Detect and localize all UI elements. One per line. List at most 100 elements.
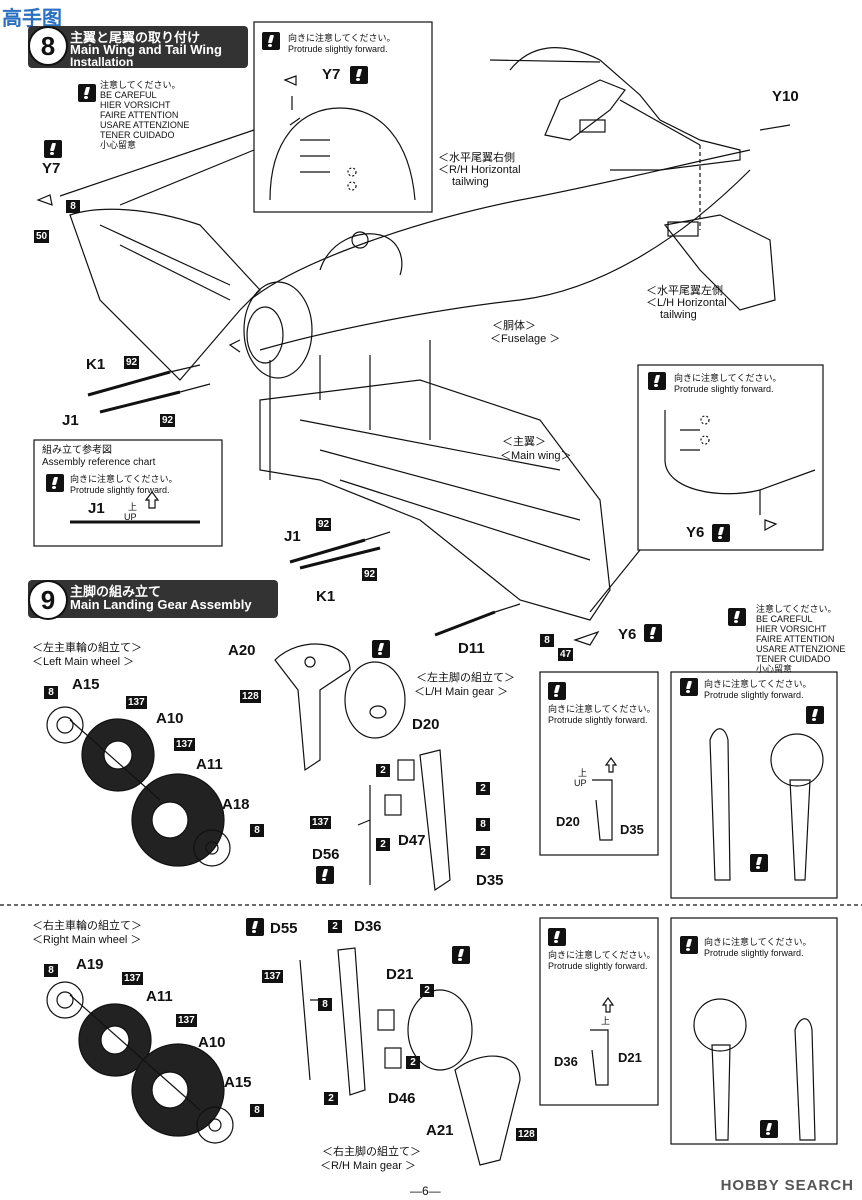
tag-2: 2 bbox=[376, 764, 390, 777]
ref-chart-title-ja: 組み立て参考図 bbox=[42, 445, 112, 456]
tag-8: 8 bbox=[540, 634, 554, 647]
tag-92: 92 bbox=[316, 518, 332, 531]
part-a10: A10 bbox=[156, 710, 184, 727]
tag-92: 92 bbox=[362, 568, 378, 581]
section-8-title-ja: 主翼と尾翼の取り付け bbox=[70, 30, 201, 45]
tag-8: 8 bbox=[44, 964, 58, 977]
tag-50: 50 bbox=[34, 230, 50, 243]
fuselage-label-en: ＜Fuselage ＞ bbox=[490, 333, 561, 345]
protrude-text-ja: 向きに注意してください。 bbox=[70, 474, 178, 484]
part-k1: K1 bbox=[316, 588, 336, 605]
tag-2: 2 bbox=[420, 984, 434, 997]
section-9-title-ja: 主脚の組み立て bbox=[70, 584, 162, 599]
lh-tail-label-ja: ＜水平尾翼左側 bbox=[646, 285, 723, 297]
caution-line: 注意してください。 bbox=[100, 80, 181, 90]
tag-137: 137 bbox=[126, 696, 147, 709]
caution-icon bbox=[452, 946, 470, 964]
part-d55: D55 bbox=[270, 920, 298, 937]
caution-icon bbox=[372, 640, 390, 658]
part-a21: A21 bbox=[426, 1122, 454, 1139]
mainwing-label-ja: ＜主翼＞ bbox=[502, 436, 546, 448]
part-d36-inset: D36 bbox=[554, 1054, 578, 1069]
tag-47: 47 bbox=[558, 648, 574, 661]
caution-icon bbox=[44, 140, 62, 158]
tag-8: 8 bbox=[318, 998, 332, 1011]
up-label-ja: 上 bbox=[601, 1016, 611, 1026]
rh-gear-label-en: ＜R/H Main gear ＞ bbox=[320, 1160, 416, 1172]
caution-line: HIER VORSICHT bbox=[100, 100, 171, 110]
protrude-icon bbox=[548, 928, 566, 946]
rh-tail-label-en: ＜R/H Horizontal bbox=[438, 164, 521, 176]
tag-92: 92 bbox=[160, 414, 176, 427]
lh-gear-label-ja: ＜左主脚の組立て＞ bbox=[416, 672, 515, 684]
lh-tail-label-en2: tailwing bbox=[660, 309, 697, 321]
ref-chart-title-en: Assembly reference chart bbox=[42, 457, 156, 468]
up-label-ja: 上 bbox=[128, 502, 138, 512]
part-y10: Y10 bbox=[772, 88, 799, 105]
protrude-text-en: Protrude slightly forward. bbox=[548, 715, 648, 725]
caution-icon bbox=[728, 608, 746, 626]
protrude-text-ja: 向きに注意してください。 bbox=[548, 704, 656, 714]
right-wheel-label-en: ＜Right Main wheel ＞ bbox=[32, 934, 142, 946]
section-8-header: 8 主翼と尾翼の取り付け Main Wing and Tail Wing Ins… bbox=[28, 26, 248, 69]
caution-icon bbox=[644, 624, 662, 642]
section-8-title-en-1: Main Wing and Tail Wing bbox=[70, 42, 222, 57]
caution-line: BE CAREFUL bbox=[756, 614, 813, 624]
part-a11: A11 bbox=[196, 756, 223, 773]
part-d46: D46 bbox=[388, 1090, 416, 1107]
protrude-text-en: Protrude slightly forward. bbox=[70, 485, 170, 495]
right-wheel-label-ja: ＜右主車輪の組立て＞ bbox=[32, 920, 142, 932]
part-d35: D35 bbox=[476, 872, 504, 889]
caution-list: 注意してください。 BE CAREFUL HIER VORSICHT FAIRE… bbox=[756, 604, 845, 674]
caution-line: FAIRE ATTENTION bbox=[756, 634, 835, 644]
part-d56: D56 bbox=[312, 846, 340, 863]
part-d36: D36 bbox=[354, 918, 382, 935]
left-wheel-label-en: ＜Left Main wheel ＞ bbox=[32, 656, 135, 668]
watermark-top: 高手图 bbox=[2, 8, 62, 30]
caution-icon bbox=[760, 1120, 778, 1138]
caution-list: 注意してください。 BE CAREFUL HIER VORSICHT FAIRE… bbox=[100, 80, 189, 150]
protrude-icon bbox=[262, 32, 280, 50]
tag-128: 128 bbox=[516, 1128, 537, 1141]
left-wheel-label-ja: ＜左主車輪の組立て＞ bbox=[32, 642, 142, 654]
tag-8: 8 bbox=[44, 686, 58, 699]
part-y6-inset: Y6 bbox=[686, 524, 705, 541]
caution-icon bbox=[246, 918, 264, 936]
tag-2: 2 bbox=[476, 846, 490, 859]
part-d47: D47 bbox=[398, 832, 426, 849]
part-a15: A15 bbox=[224, 1074, 252, 1091]
tag-2: 2 bbox=[376, 838, 390, 851]
protrude-text-en: Protrude slightly forward. bbox=[674, 384, 774, 394]
caution-icon bbox=[712, 524, 730, 542]
tag-137: 137 bbox=[310, 816, 331, 829]
caution-line: FAIRE ATTENTION bbox=[100, 110, 179, 120]
rh-gear-label-ja: ＜右主脚の組立て＞ bbox=[322, 1146, 421, 1158]
part-d35-inset: D35 bbox=[620, 822, 644, 837]
tag-8: 8 bbox=[250, 824, 264, 837]
page-number: —6— bbox=[410, 1184, 441, 1198]
lh-tail-label-en: ＜L/H Horizontal bbox=[646, 297, 727, 309]
caution-line: USARE ATTENZIONE bbox=[756, 644, 846, 654]
part-a15: A15 bbox=[72, 676, 100, 693]
section-9-header: 9 主脚の組み立て Main Landing Gear Assembly bbox=[28, 580, 278, 620]
protrude-icon bbox=[680, 678, 698, 696]
protrude-text-ja: 向きに注意してください。 bbox=[704, 937, 812, 947]
part-a11: A11 bbox=[146, 988, 173, 1005]
tag-2: 2 bbox=[328, 920, 342, 933]
protrude-text-ja: 向きに注意してください。 bbox=[674, 373, 782, 383]
tag-8: 8 bbox=[476, 818, 490, 831]
part-d21: D21 bbox=[386, 966, 414, 983]
caution-line: HIER VORSICHT bbox=[756, 624, 827, 634]
part-y6: Y6 bbox=[618, 626, 637, 643]
tag-8: 8 bbox=[66, 200, 80, 213]
rh-tail-label-ja: ＜水平尾翼右側 bbox=[438, 152, 515, 164]
mainwing-label-en: ＜Main wing＞ bbox=[500, 450, 572, 462]
section-9-number: 9 bbox=[28, 580, 68, 620]
caution-icon bbox=[316, 866, 334, 884]
tag-2: 2 bbox=[406, 1056, 420, 1069]
caution-icon bbox=[350, 66, 368, 84]
part-y7: Y7 bbox=[42, 160, 61, 177]
tag-137: 137 bbox=[122, 972, 143, 985]
protrude-text-ja: 向きに注意してください。 bbox=[548, 950, 656, 960]
